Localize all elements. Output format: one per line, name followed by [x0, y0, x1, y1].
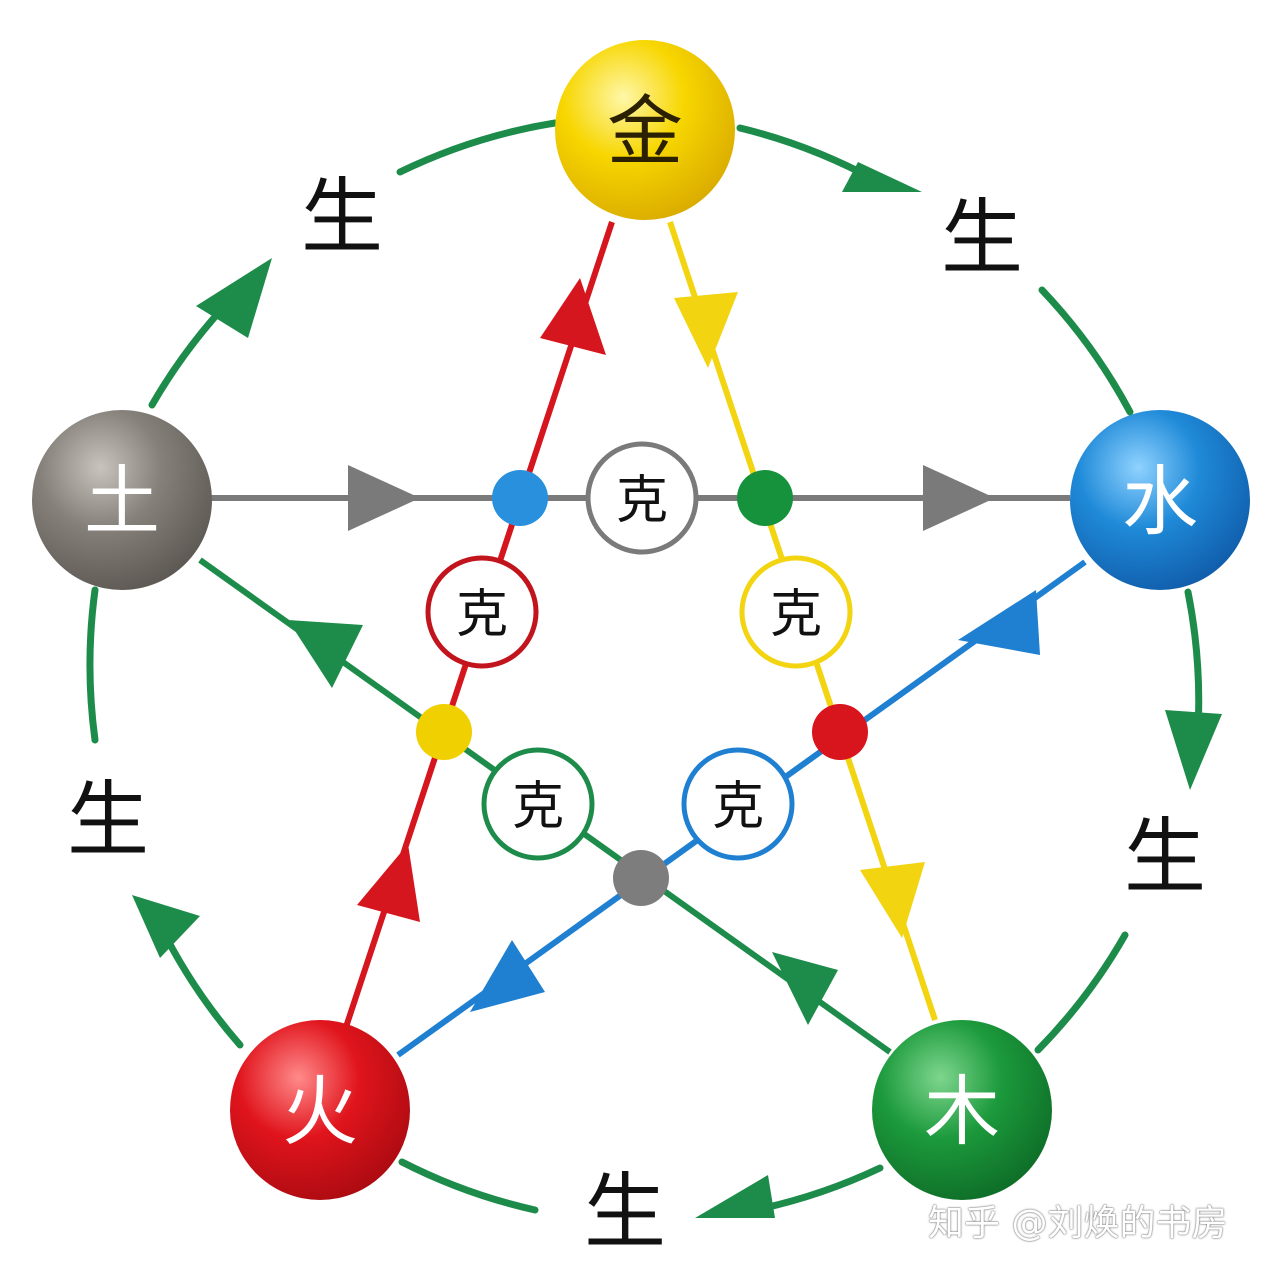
ke-arrow-fire-metal-2 [357, 844, 420, 922]
node-wood-label: 木 [924, 1067, 1000, 1156]
generating-cycle [86, 119, 1203, 1216]
dot-red [812, 704, 868, 760]
sheng-label-lower-left: 生 [67, 773, 149, 868]
ke-label-bottom-left: 克 [512, 777, 564, 837]
element-nodes: 金 水 木 火 土 [32, 40, 1250, 1200]
node-fire-label: 火 [282, 1067, 358, 1156]
ke-arrow-earth-water-2 [923, 465, 995, 531]
ke-arrow-fire-metal-1 [540, 278, 606, 355]
node-metal: 金 [555, 40, 735, 220]
arc-metal-top [396, 119, 559, 176]
node-water-label: 水 [1122, 457, 1198, 546]
arc-water-wood-lower [1184, 588, 1203, 734]
arc-fire-earth-lower [398, 1158, 539, 1214]
dot-yellow [416, 704, 472, 760]
ke-badge-right: 克 [739, 555, 853, 669]
ke-label-top: 克 [616, 471, 668, 531]
ke-badge-bottom-left: 克 [481, 747, 595, 861]
ke-arrow-metal-wood-1 [674, 292, 738, 368]
ke-label-right: 克 [770, 585, 822, 645]
node-earth-label: 土 [84, 457, 160, 546]
generating-arrowheads [132, 162, 1222, 1218]
sheng-arrow-fire-earth [132, 895, 200, 958]
sheng-label-upper-left: 生 [301, 170, 383, 265]
ke-badge-top: 克 [585, 441, 699, 555]
ke-badges: 克 克 克 克 克 [425, 441, 853, 861]
ke-arrow-wood-earth-2 [288, 620, 363, 688]
ke-badge-bottom-right: 克 [681, 747, 795, 861]
node-metal-label: 金 [607, 87, 683, 176]
ke-label-bottom-right: 克 [712, 777, 764, 837]
node-water: 水 [1070, 410, 1250, 590]
sheng-arrow-metal-water [842, 162, 922, 192]
sheng-label-bottom: 生 [584, 1165, 666, 1260]
dot-gray [613, 850, 669, 906]
node-wood: 木 [872, 1020, 1052, 1200]
dot-blue [492, 470, 548, 526]
ke-arrow-water-fire-1 [958, 590, 1040, 655]
sheng-arrow-earth-metal [196, 258, 272, 338]
ke-badge-left: 克 [425, 555, 539, 669]
ke-label-left: 克 [456, 585, 508, 645]
intersection-dots [416, 470, 868, 906]
ke-arrow-earth-water-1 [348, 465, 420, 531]
ke-arrow-wood-earth-1 [772, 952, 838, 1025]
sheng-label-lower-right: 生 [1124, 810, 1206, 905]
sheng-labels: 生 生 生 生 生 [67, 170, 1206, 1260]
sheng-arrow-water-wood [1165, 710, 1222, 790]
dot-green [737, 470, 793, 526]
ke-arrow-metal-wood-2 [860, 862, 925, 938]
arc-earth-metal-lower [86, 586, 99, 744]
ke-arrow-water-fire-2 [470, 940, 545, 1012]
node-fire: 火 [230, 1020, 410, 1200]
sheng-arrow-wood-fire [695, 1175, 775, 1218]
arc-water-wood-upper [1038, 286, 1134, 416]
sheng-label-upper-right: 生 [941, 191, 1023, 286]
watermark-text: 知乎 @刘焕的书房 [928, 1203, 1228, 1244]
node-earth: 土 [32, 410, 212, 590]
arc-wood-fire-upper [1034, 931, 1129, 1054]
controlling-arrowheads [288, 278, 1040, 1025]
